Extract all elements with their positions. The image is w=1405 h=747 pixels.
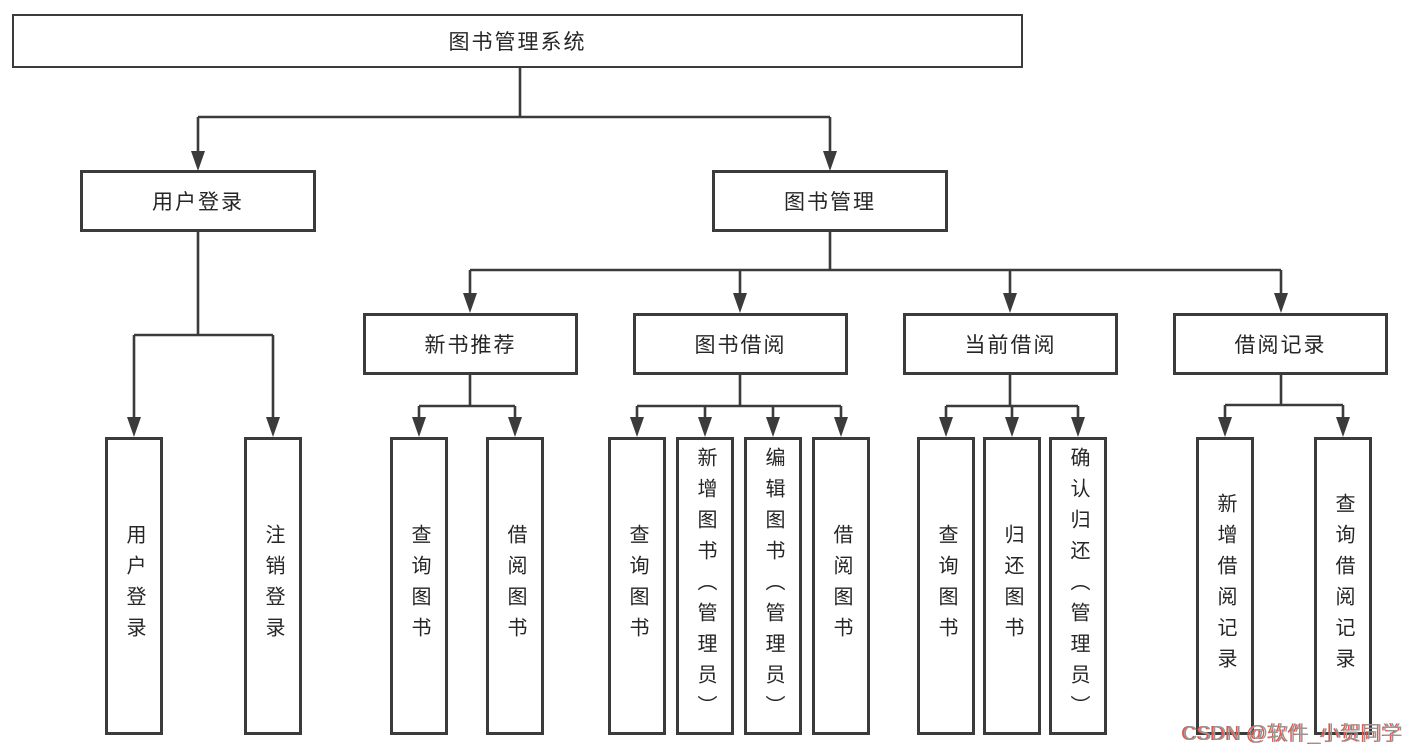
node-cb-query-books: 查询图书	[917, 437, 975, 735]
connector-current-borrow-children	[939, 375, 1085, 437]
node-current-borrow: 当前借阅	[903, 313, 1118, 375]
node-book-borrow: 图书借阅	[633, 313, 848, 375]
node-bb-edit-books: 编辑图书（管理员）	[744, 437, 802, 735]
connector-user-login-children	[127, 232, 280, 437]
connector-new-book-rec-children	[412, 375, 522, 437]
node-nbr-borrow-books: 借阅图书	[486, 437, 544, 735]
node-borrow-record: 借阅记录	[1173, 313, 1388, 375]
node-bb-query-books: 查询图书	[608, 437, 666, 735]
node-cb-confirm-return: 确认归还（管理员）	[1049, 437, 1107, 735]
node-login: 用户登录	[105, 437, 163, 735]
node-br-query-record: 查询借阅记录	[1314, 437, 1372, 735]
node-bb-add-books: 新增图书（管理员）	[676, 437, 734, 735]
connector-borrow-record-children	[1218, 375, 1350, 437]
node-logout: 注销登录	[244, 437, 302, 735]
node-nbr-query-books: 查询图书	[390, 437, 448, 735]
node-cb-return-books: 归还图书	[983, 437, 1041, 735]
node-book-mgmt: 图书管理	[712, 170, 948, 232]
node-new-book-rec: 新书推荐	[363, 313, 578, 375]
node-br-add-record: 新增借阅记录	[1196, 437, 1254, 735]
node-root: 图书管理系统	[12, 14, 1023, 68]
node-bb-borrow-books: 借阅图书	[812, 437, 870, 735]
connector-root-to-level2	[191, 67, 837, 171]
connector-book-mgmt-children	[463, 232, 1288, 313]
node-user-login: 用户登录	[80, 170, 316, 232]
csdn-watermark: CSDN @软件_小贺同学	[1183, 723, 1404, 745]
connector-book-borrow-children	[630, 375, 848, 437]
